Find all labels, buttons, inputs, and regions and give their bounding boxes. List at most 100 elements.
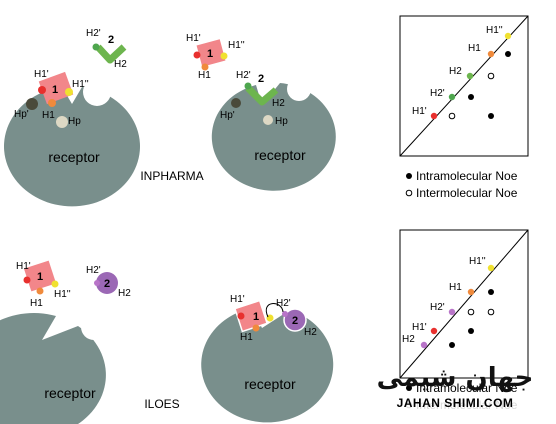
label-h1p: H1' [16,261,31,272]
noe-arc [265,303,284,318]
ligand-1-number: 1 [207,48,213,60]
legend-top: Intramolecular Noe Intermolecular Noe [405,169,518,200]
spectrum-diagonal [399,15,529,157]
iloes-spectrum: H1'' H1 H2' H1' H2 [399,229,529,379]
label-h2p: H2' [276,298,291,309]
label-h2: H2 [272,98,285,109]
receptor-shape [3,87,140,207]
spec-label-h1pp: H1'' [469,256,486,267]
label-hp-prime: Hp' [220,110,235,121]
h1p-dot [193,51,201,59]
ligand-2-number: 2 [104,278,110,290]
intra-peak [449,342,455,348]
legend-intra-marker [406,173,412,179]
h2p-dot [94,280,100,286]
ligand-2 [245,85,279,106]
h2p-dot [244,82,252,90]
intra-peak [468,94,474,100]
hp-dot [56,116,68,128]
legend-intra-label: Intramolecular Noe [416,169,518,183]
spec-label-h2p: H2' [430,302,445,313]
label-hp: Hp [68,116,81,127]
diag-peak-h2p [448,308,456,316]
diag-peak-h2 [420,341,428,349]
intra-peak [505,51,511,57]
h2p-dot [92,43,100,51]
diag-peak-h2p [448,93,456,101]
diag-peak-h1pp [504,32,512,40]
label-hp: Hp [275,116,288,127]
receptor-label: receptor [48,149,100,165]
watermark-url: JAHAN SHIMI.COM [397,396,514,410]
receptor-label: receptor [244,376,296,392]
legend-intra-label: Intramolecular Noe [416,381,518,395]
ligand-2 [95,44,127,64]
h1-dot [201,63,209,71]
label-h2: H2 [304,327,317,338]
label-h2p: H2' [86,28,101,39]
h1p-dot [38,86,46,94]
receptor-label: receptor [44,385,96,401]
h1p-dot [237,312,245,320]
diag-peak-h1p [430,327,438,335]
label-h1pp: H1'' [54,289,71,300]
label-h2p: H2' [236,70,251,81]
label-h2: H2 [114,59,127,70]
receptor-shape [0,313,106,424]
spectrum-diagonal [399,229,529,379]
spec-label-h1p: H1' [412,322,427,333]
inpharma-left-panel: receptor 1 H1' H1'' H1 Hp' Hp 2 H2' H2 [3,28,140,207]
ligand-2-number: 2 [292,315,298,327]
inpharma-spectrum: H1'' H1 H2 H2' H1' [399,15,529,157]
label-h1: H1 [240,332,253,343]
label-h2: H2 [118,288,131,299]
diag-peak-h2 [466,72,474,80]
legend-inter-marker [405,189,413,197]
inter-peak [487,308,495,316]
h1pp-dot [266,314,274,322]
inpharma-caption: INPHARMA [140,169,203,183]
hp-prime-dot [26,98,38,110]
h1pp-dot [220,52,228,60]
h1-dot [48,99,56,107]
h1p-dot [23,276,31,284]
binding-pocket [287,77,311,101]
hp-prime-dot [231,98,241,108]
ligand-1-number: 1 [37,271,43,283]
label-h1: H1 [42,110,55,121]
inpharma-right-panel: receptor 1 H1' H1'' H1 2 H2' H2 Hp' Hp [186,33,336,191]
receptor-shape [201,308,334,423]
iloes-caption: ILOES [144,397,179,411]
spec-label-h1: H1 [449,282,462,293]
diag-peak-h1 [467,288,475,296]
h2p-dot [282,311,288,317]
ligand-1-number: 1 [52,84,58,96]
label-h1p: H1' [186,33,201,44]
legend-intra-marker [406,385,412,391]
receptor-shape [211,83,336,191]
inter-peak [487,72,495,80]
label-h1p: H1' [230,294,245,305]
spec-label-h2: H2 [449,66,462,77]
intra-peak [468,328,474,334]
legend-inter-label: Intermolecular Noe [416,186,518,200]
iloes-left-panel: receptor 1 H1' H1'' H1 2 H2' H2 [0,260,131,424]
binding-pocket [81,314,107,340]
ligand-1 [38,71,74,105]
h1-dot [36,287,44,295]
h1pp-dot [51,280,59,288]
intra-peak [488,289,494,295]
ligand-2 [283,308,307,332]
iloes-right-panel: receptor 1 2 H1' H1 H2' H2 [201,294,334,423]
label-h1: H1 [30,298,43,309]
diag-peak-h1pp [487,264,495,272]
label-h1: H1 [198,70,211,81]
watermark: جهان شیمی JAHAN SHIMI.COM [377,363,533,410]
spec-label-h2p: H2' [430,88,445,99]
h1-dot [252,324,260,332]
diag-peak-h1p [430,112,438,120]
spec-label-h1p: H1' [412,106,427,117]
label-h1pp: H1'' [228,40,245,51]
ligand-1 [23,260,57,292]
